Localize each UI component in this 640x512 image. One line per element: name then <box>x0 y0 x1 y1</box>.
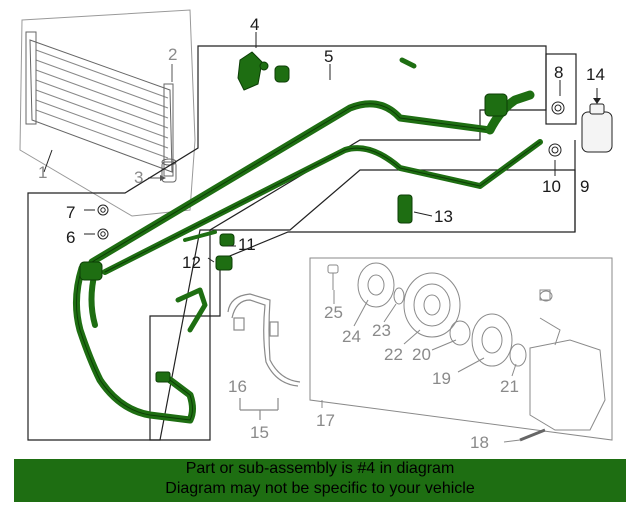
group-frames <box>27 45 577 441</box>
compressor-assembly <box>309 257 613 442</box>
hardware-parts <box>97 88 613 240</box>
callout-20: 20 <box>412 345 431 364</box>
leader-lines-gray <box>321 290 521 443</box>
callout-12: 12 <box>182 253 201 272</box>
callout-9: 9 <box>580 177 589 196</box>
parts-diagram: 1 2 3 4 5 6 7 8 9 10 11 12 13 14 15 16 1… <box>19 9 613 452</box>
callout-7: 7 <box>66 203 75 222</box>
callout-labels: 1 2 3 4 5 6 7 8 9 10 11 12 13 14 15 16 1… <box>38 15 605 452</box>
callout-19: 19 <box>432 369 451 388</box>
callout-15: 15 <box>250 423 269 442</box>
leader-lines <box>43 32 561 263</box>
callout-17: 17 <box>316 411 335 430</box>
callout-2: 2 <box>168 45 177 64</box>
notice-banner: Part or sub-assembly is #4 in diagram Di… <box>14 459 626 502</box>
banner-line-2: Diagram may not be specific to your vehi… <box>165 480 475 497</box>
callout-16: 16 <box>228 377 247 396</box>
callout-8: 8 <box>554 63 563 82</box>
callout-1: 1 <box>38 163 47 182</box>
callout-5: 5 <box>324 47 333 66</box>
small-hose-assembly <box>227 293 301 420</box>
banner-line-1: Part or sub-assembly is #4 in diagram <box>185 460 455 477</box>
callout-24: 24 <box>342 327 361 346</box>
highlighted-hose-assembly <box>73 51 543 424</box>
callout-11: 11 <box>238 235 256 254</box>
callout-25: 25 <box>324 303 343 322</box>
callout-3: 3 <box>134 168 143 187</box>
callout-22: 22 <box>384 345 403 364</box>
callout-4: 4 <box>250 15 259 34</box>
callout-23: 23 <box>372 321 391 340</box>
callout-6: 6 <box>66 228 75 247</box>
callout-10: 10 <box>542 177 561 196</box>
callout-21: 21 <box>500 377 519 396</box>
callout-14: 14 <box>586 65 605 84</box>
callout-18: 18 <box>470 433 489 452</box>
condenser-assembly <box>19 9 196 217</box>
callout-13: 13 <box>434 207 453 226</box>
